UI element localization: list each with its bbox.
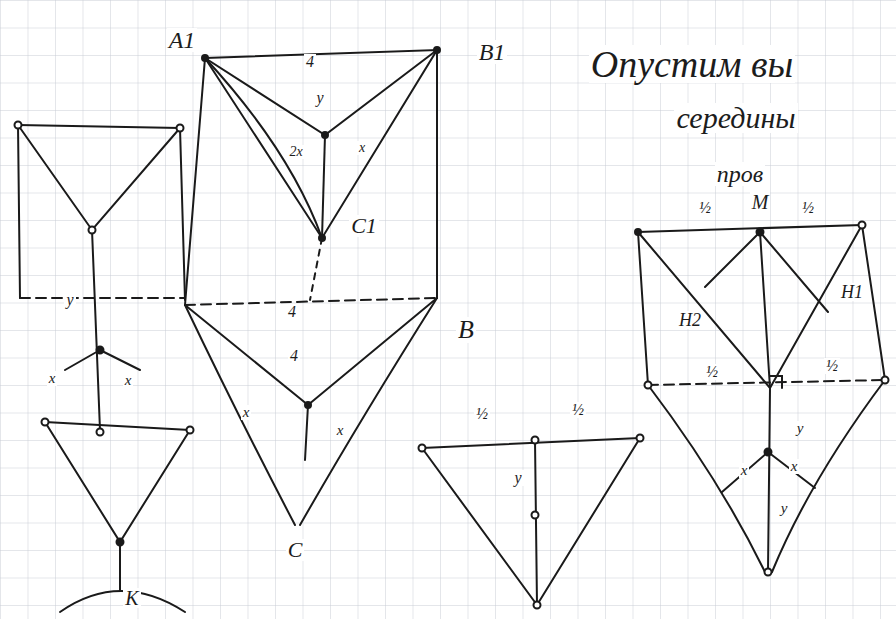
sketch-label: C [286,539,305,561]
sketch-label: x [357,141,367,155]
sketch-label: y [779,501,790,516]
sketch-label: y [314,90,325,106]
sketch-label: x [335,423,346,438]
sketch-label: K [123,588,140,608]
sketch-label: Опустим вы [589,45,796,83]
sketch-label: A1 [167,28,198,52]
left-figure [15,122,194,613]
sketch-label: x [739,463,750,478]
sketch-label: ½ [824,358,840,374]
middle-figure [419,435,644,609]
sketch-label: пров [715,162,765,186]
sketch-label: 4 [286,304,298,320]
sketch-label: B [456,317,476,343]
sketch-label: y [795,421,806,436]
sketch-label: y [64,292,75,308]
sketch-label: 4 [304,54,316,70]
sketch-label: H1 [839,283,865,301]
sketch-label: середины [674,103,797,133]
right-figure [635,222,889,576]
sketch-label: ½ [704,364,720,380]
sketch-label: 4 [288,348,300,364]
sketch-label: ½ [474,406,490,422]
sketch-label: C1 [349,215,379,237]
sketch-label: x [123,373,134,388]
sketch-label: ½ [697,200,713,216]
sketch-label: ½ [570,402,586,418]
sketch-label: M [750,192,771,212]
sketch-label: 2x [287,145,304,159]
sketch-label: y [512,470,523,486]
prism-figure [185,47,440,525]
sketch-label: x [789,459,800,474]
sketch-label: ½ [800,200,816,216]
sketch-label: H2 [677,311,703,329]
sketch-label: B1 [477,40,508,64]
sketch-label: x [241,405,252,420]
sketch-label: x [47,371,58,386]
